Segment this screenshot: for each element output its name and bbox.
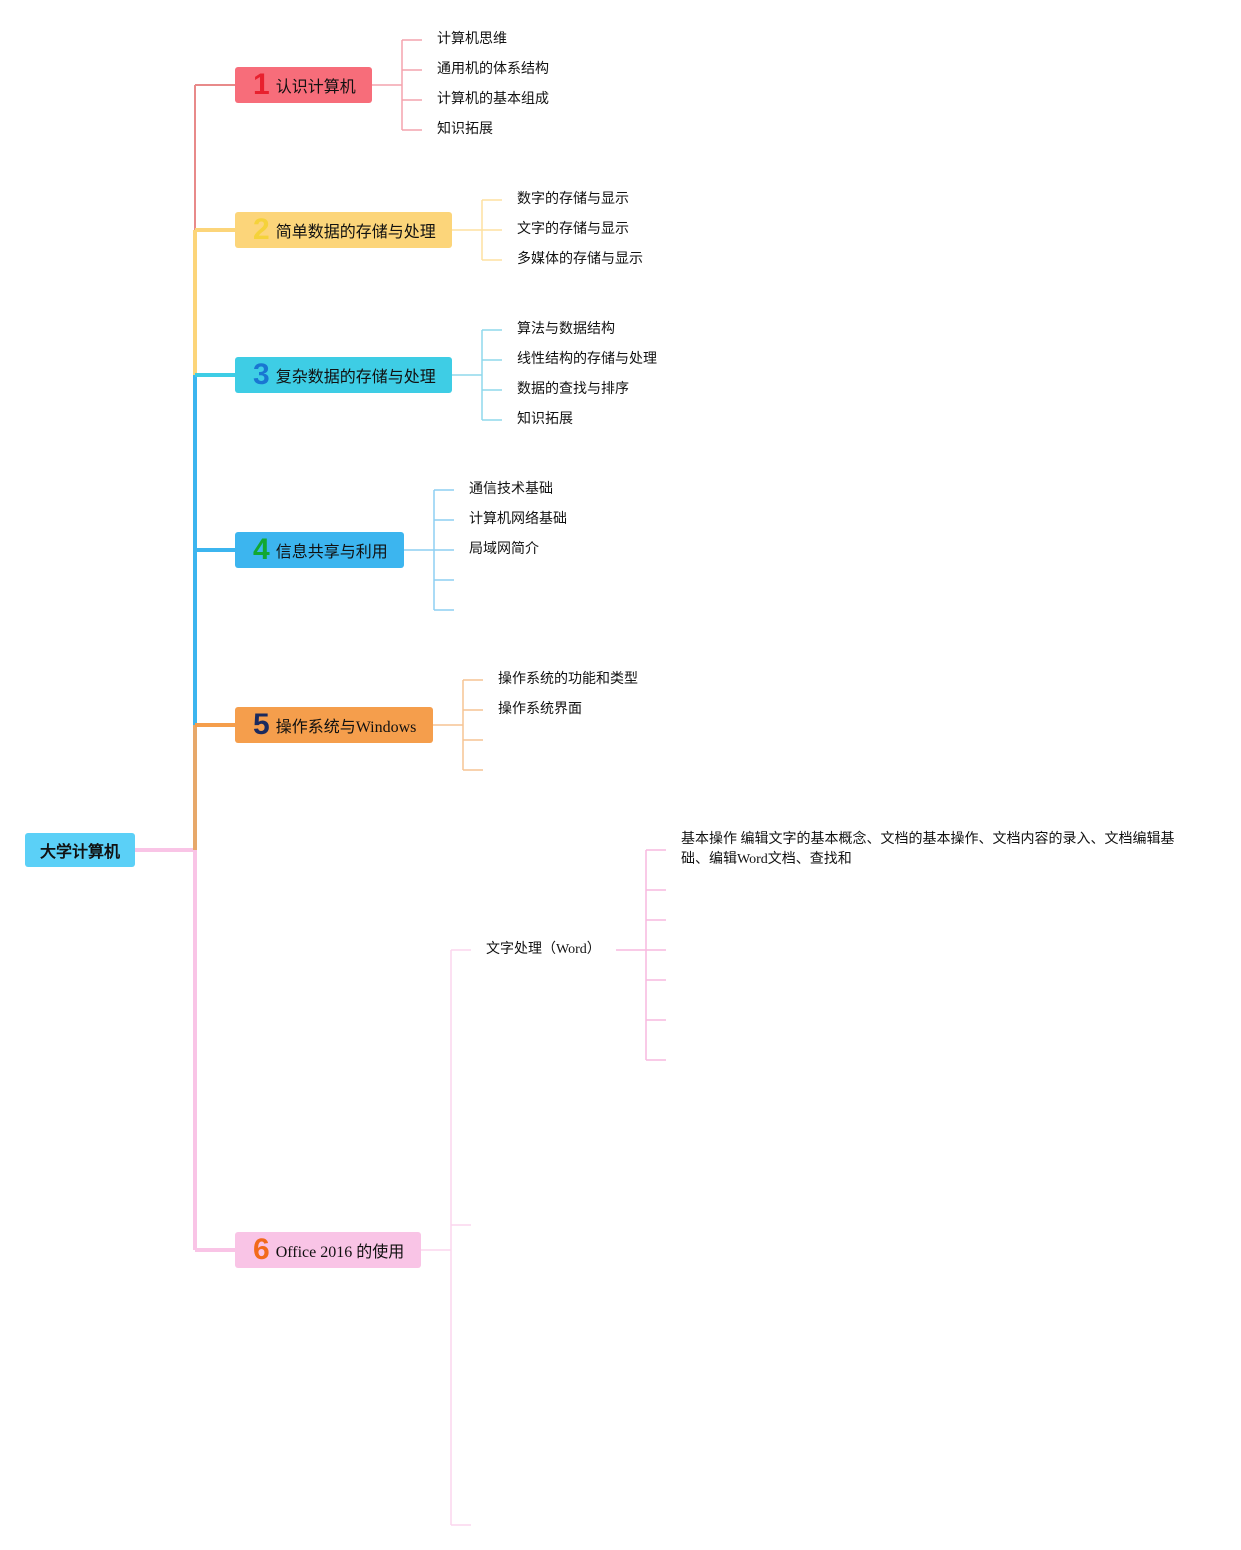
branch-1[interactable]: 1 认识计算机 xyxy=(235,67,372,103)
branch-5[interactable]: 5 操作系统与Windows xyxy=(235,707,433,743)
number-4-icon: 4 xyxy=(253,533,270,566)
branch-3-label: 复杂数据的存储与处理 xyxy=(275,369,436,386)
leaf-4-2[interactable]: 计算机网络基础 xyxy=(469,512,567,527)
number-5-icon: 5 xyxy=(253,708,270,741)
leaf-1-4[interactable]: 知识拓展 xyxy=(437,122,493,137)
number-2-icon: 2 xyxy=(253,213,270,246)
leaf-4-3[interactable]: 局域网简介 xyxy=(469,542,539,557)
branch-1-label: 认识计算机 xyxy=(275,79,356,96)
leaf-3-2[interactable]: 线性结构的存储与处理 xyxy=(517,352,657,367)
branch-4-label: 信息共享与利用 xyxy=(275,544,388,561)
leaf-6-1[interactable]: 文字处理（Word） xyxy=(486,942,601,957)
root-topic[interactable]: 大学计算机 xyxy=(25,833,135,867)
word-detail-note[interactable]: 基本操作 编辑文字的基本概念、文档的基本操作、文档内容的录入、文档编辑基础、编辑… xyxy=(681,832,1175,867)
leaf-1-3[interactable]: 计算机的基本组成 xyxy=(437,92,549,107)
leaf-2-2[interactable]: 文字的存储与显示 xyxy=(517,222,629,237)
leaf-2-1[interactable]: 数字的存储与显示 xyxy=(517,192,629,207)
number-6-icon: 6 xyxy=(253,1233,270,1266)
leaf-1-1[interactable]: 计算机思维 xyxy=(437,32,507,47)
branch-5-label: 操作系统与Windows xyxy=(275,719,417,736)
branch-2-label: 简单数据的存储与处理 xyxy=(275,224,436,241)
leaf-3-3[interactable]: 数据的查找与排序 xyxy=(517,382,629,397)
number-1-icon: 1 xyxy=(253,68,270,101)
branch-3[interactable]: 3 复杂数据的存储与处理 xyxy=(235,357,452,393)
leaf-5-2[interactable]: 操作系统界面 xyxy=(498,702,582,717)
branch-6-label: Office 2016 的使用 xyxy=(275,1244,405,1261)
number-3-icon: 3 xyxy=(253,358,270,391)
branch-4[interactable]: 4 信息共享与利用 xyxy=(235,532,404,568)
branch-2[interactable]: 2 简单数据的存储与处理 xyxy=(235,212,452,248)
leaf-3-4[interactable]: 知识拓展 xyxy=(517,412,573,427)
leaf-2-3[interactable]: 多媒体的存储与显示 xyxy=(517,252,643,267)
branch-6[interactable]: 6 Office 2016 的使用 xyxy=(235,1232,421,1268)
leaf-5-1[interactable]: 操作系统的功能和类型 xyxy=(498,672,638,687)
leaf-4-1[interactable]: 通信技术基础 xyxy=(469,482,553,497)
leaf-1-2[interactable]: 通用机的体系结构 xyxy=(437,62,549,77)
leaf-3-1[interactable]: 算法与数据结构 xyxy=(517,322,615,337)
